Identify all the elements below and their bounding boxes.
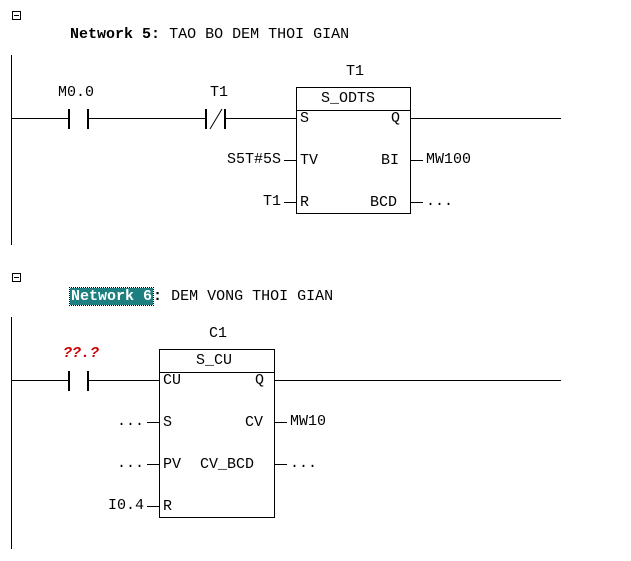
rung-wire xyxy=(11,380,68,381)
block-divider xyxy=(160,372,274,373)
network-separator: : xyxy=(151,26,161,43)
timer-block[interactable]: S_ODTS S TV R Q BI BCD xyxy=(296,87,411,214)
pin-stub xyxy=(147,422,159,423)
pin-q-label: Q xyxy=(391,110,401,127)
input-pv-value[interactable]: ... xyxy=(116,455,144,472)
nc-slash-icon xyxy=(209,108,223,130)
rung-wire xyxy=(11,118,68,119)
network-header: Network 6: DEM VONG THOI GIAN xyxy=(34,270,333,324)
pin-r-label: R xyxy=(163,498,173,515)
block-type: S_CU xyxy=(196,352,233,369)
rung-wire xyxy=(89,118,205,119)
network-separator: : xyxy=(153,288,163,305)
output-cv-value[interactable]: MW10 xyxy=(290,413,327,430)
rung-wire xyxy=(89,380,159,381)
pin-cv-bcd-label: CV_BCD xyxy=(200,456,255,473)
pin-stub xyxy=(147,464,159,465)
pin-stub xyxy=(284,160,296,161)
output-cv-bcd-value[interactable]: ... xyxy=(290,455,318,472)
block-instance[interactable]: T1 xyxy=(346,63,365,80)
contact-address[interactable]: M0.0 xyxy=(58,84,95,101)
pin-s-label: S xyxy=(300,110,310,127)
block-instance[interactable]: C1 xyxy=(209,325,228,342)
pin-tv-label: TV xyxy=(300,152,319,169)
power-rail xyxy=(11,55,12,245)
pin-bi-label: BI xyxy=(381,152,400,169)
pin-q-label: Q xyxy=(255,372,265,389)
pin-r-label: R xyxy=(300,194,310,211)
network-title[interactable]: Network 5 xyxy=(70,26,152,43)
output-bi-value[interactable]: MW100 xyxy=(426,151,472,168)
contact-address[interactable]: T1 xyxy=(210,84,229,101)
input-s-value[interactable]: ... xyxy=(116,413,144,430)
pin-stub xyxy=(284,202,296,203)
pin-pv-label: PV xyxy=(163,456,182,473)
pin-stub xyxy=(275,422,287,423)
pin-s-label: S xyxy=(163,414,173,431)
network-comment[interactable]: TAO BO DEM THOI GIAN xyxy=(169,26,350,43)
network-comment[interactable]: DEM VONG THOI GIAN xyxy=(171,288,334,305)
input-r-value[interactable]: T1 xyxy=(262,193,281,210)
pin-cu-label: CU xyxy=(163,372,182,389)
block-type: S_ODTS xyxy=(321,90,376,107)
rung-wire xyxy=(275,380,561,381)
input-tv-value[interactable]: S5T#5S xyxy=(226,151,281,168)
contact-address-missing[interactable]: ??.? xyxy=(63,345,100,362)
pin-stub xyxy=(411,202,423,203)
network-title-selected[interactable]: Network 6 xyxy=(69,287,155,306)
collapse-icon[interactable] xyxy=(12,11,21,20)
input-r-value[interactable]: I0.4 xyxy=(107,497,144,514)
pin-stub xyxy=(411,160,423,161)
collapse-icon[interactable] xyxy=(12,273,21,282)
rung-wire xyxy=(226,118,296,119)
pin-bcd-label: BCD xyxy=(370,194,398,211)
counter-block[interactable]: S_CU CU S PV R Q CV CV_BCD xyxy=(159,349,275,518)
output-bcd-value[interactable]: ... xyxy=(426,193,454,210)
block-divider xyxy=(297,110,410,111)
rung-wire xyxy=(411,118,561,119)
pin-cv-label: CV xyxy=(245,414,264,431)
pin-stub xyxy=(275,464,287,465)
pin-stub xyxy=(147,506,159,507)
power-rail xyxy=(11,317,12,549)
network-header: Network 5: TAO BO DEM THOI GIAN xyxy=(34,8,349,62)
